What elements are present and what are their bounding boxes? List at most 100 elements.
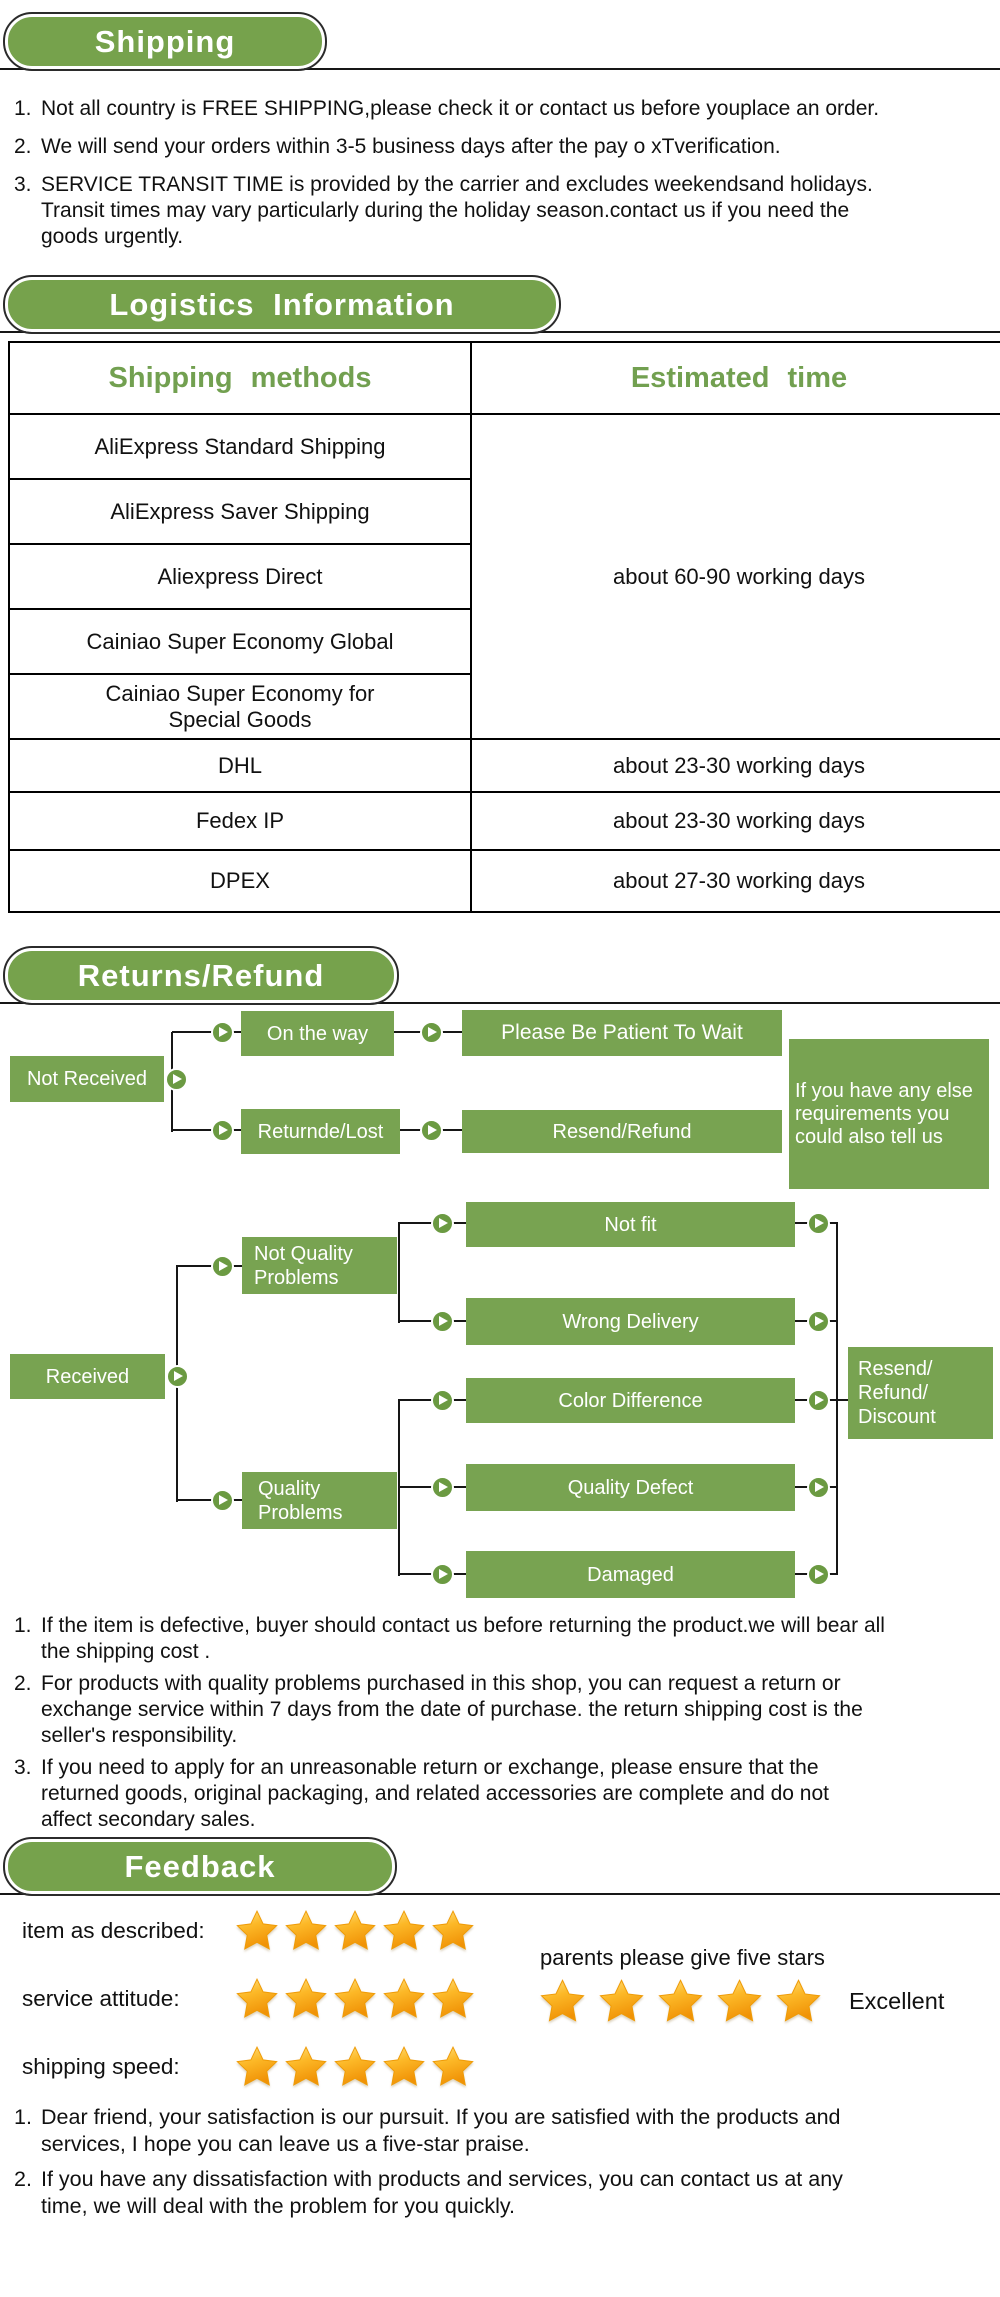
logistics-header: Logistics Information	[0, 275, 1000, 334]
five-star-request-text: parents please give five stars	[540, 1945, 825, 1970]
star-icon	[285, 2046, 327, 2086]
table-row: Fedex IP about 23-30 working days	[8, 791, 1000, 851]
item-text: SERVICE TRANSIT TIME is provided by the …	[41, 173, 873, 248]
shipping-notes: 1. Not all country is FREE SHIPPING,plea…	[14, 96, 989, 250]
table-row: AliExpress Saver Shipping	[8, 478, 1000, 545]
star-icon	[334, 1910, 376, 1950]
arrow-right-icon	[420, 1021, 443, 1044]
rating-row: shipping speed:	[22, 2043, 476, 2091]
rating-stars	[234, 1976, 476, 2022]
arrow-right-icon	[420, 1119, 443, 1142]
list-item: 2. We will send your orders within 3-5 b…	[14, 134, 989, 160]
rating-label: item as described:	[22, 1918, 205, 1943]
method-cell: AliExpress Standard Shipping	[8, 413, 472, 480]
item-text: Not all country is FREE SHIPPING,please …	[41, 97, 880, 120]
arrow-right-icon	[807, 1476, 830, 1499]
star-icon	[334, 2046, 376, 2086]
flow-box-please-wait: Please Be Patient To Wait	[462, 1010, 782, 1056]
returns-header: Returns/Refund	[0, 946, 1000, 1005]
star-icon	[236, 1910, 278, 1950]
table-row: Cainiao Super Economy for Special Goods	[8, 673, 1000, 740]
star-icon	[599, 1979, 644, 2022]
connector-line	[176, 1265, 242, 1267]
flow-box-color-difference: Color Difference	[466, 1378, 795, 1423]
item-text: If the item is defective, buyer should c…	[41, 1614, 885, 1663]
flow-box-quality-problems: Quality Problems	[242, 1472, 397, 1529]
excellent-label: Excellent	[849, 1988, 945, 2014]
shipping-title: Shipping	[94, 23, 236, 59]
star-icon	[432, 1910, 474, 1950]
outcome-line: Discount	[858, 1406, 936, 1428]
item-number: 3.	[14, 1756, 32, 1779]
star-icon	[383, 2046, 425, 2086]
star-icon	[285, 1978, 327, 2018]
arrow-right-icon	[431, 1389, 454, 1412]
item-number: 2.	[14, 2167, 32, 2191]
item-text: If you need to apply for an unreasonable…	[41, 1756, 830, 1831]
flow-box-not-received: Not Received	[10, 1056, 164, 1102]
arrow-right-icon	[807, 1389, 830, 1412]
item-text: If you have any dissatisfaction with pro…	[41, 2167, 843, 2218]
flow-box-damaged: Damaged	[466, 1551, 795, 1598]
shipping-title-pill: Shipping	[3, 12, 327, 71]
rating-row: service attitude:	[22, 1975, 476, 2023]
item-number: 3.	[14, 173, 32, 196]
flow-box-not-quality-problems: Not Quality Problems	[242, 1237, 397, 1294]
feedback-notes: 1. Dear friend, your satisfaction is our…	[14, 2104, 989, 2220]
feedback-title: Feedback	[124, 1848, 276, 1884]
method-cell: Fedex IP	[8, 791, 472, 851]
shipping-header: Shipping	[0, 12, 1000, 71]
connector-line	[176, 1499, 242, 1501]
star-icon	[285, 1910, 327, 1950]
list-item: 1. Not all country is FREE SHIPPING,plea…	[14, 96, 989, 122]
item-number: 1.	[14, 2105, 32, 2129]
method-cell: AliExpress Saver Shipping	[8, 478, 472, 545]
table-row: DHL about 23-30 working days	[8, 738, 1000, 793]
star-icon	[658, 1979, 703, 2022]
flow-box-outcome: Resend/ Refund/ Discount	[848, 1347, 993, 1439]
flow-box-returned-lost: Returnde/Lost	[241, 1109, 400, 1154]
connector-line	[172, 1031, 242, 1033]
feedback-panel: item as described: service attitude: shi…	[0, 1895, 1000, 2097]
star-icon	[432, 1978, 474, 2018]
connector-line	[172, 1129, 242, 1131]
star-icon	[540, 1979, 585, 2022]
rating-label: shipping speed:	[22, 2054, 180, 2079]
flow-box-received: Received	[10, 1354, 165, 1399]
item-number: 1.	[14, 97, 32, 120]
arrow-right-icon	[807, 1310, 830, 1333]
arrow-right-icon	[211, 1021, 234, 1044]
time-cell: about 27-30 working days	[470, 849, 1000, 913]
arrow-right-icon	[211, 1255, 234, 1278]
arrow-right-icon	[165, 1068, 188, 1091]
arrow-right-icon	[211, 1489, 234, 1512]
table-row: Cainiao Super Economy Global	[8, 608, 1000, 675]
arrow-right-icon	[807, 1563, 830, 1586]
star-icon	[717, 1979, 762, 2022]
item-number: 2.	[14, 135, 32, 158]
rating-row: item as described:	[22, 1907, 476, 1955]
star-icon	[236, 1978, 278, 2018]
item-text: For products with quality problems purch…	[41, 1672, 863, 1747]
star-icon	[383, 1910, 425, 1950]
table-row: Aliexpress Direct	[8, 543, 1000, 610]
list-item: 2. If you have any dissatisfaction with …	[14, 2166, 989, 2220]
item-number: 2.	[14, 1672, 32, 1695]
method-cell: Cainiao Super Economy for Special Goods	[8, 673, 472, 740]
returns-notes: 1. If the item is defective, buyer shoul…	[14, 1613, 989, 1833]
arrow-right-icon	[807, 1212, 830, 1235]
arrow-right-icon	[431, 1212, 454, 1235]
flow-box-quality-defect: Quality Defect	[466, 1464, 795, 1511]
method-cell: Aliexpress Direct	[8, 543, 472, 610]
table-row: AliExpress Standard Shipping about 60-90…	[8, 413, 1000, 740]
rating-label: service attitude:	[22, 1986, 180, 2011]
flow-box-wrong-delivery: Wrong Delivery	[466, 1298, 795, 1345]
arrow-right-icon	[431, 1563, 454, 1586]
returns-title-pill: Returns/Refund	[3, 946, 399, 1005]
list-item: 1. Dear friend, your satisfaction is our…	[14, 2104, 989, 2158]
method-cell: DHL	[8, 738, 472, 793]
method-cell: Cainiao Super Economy Global	[8, 608, 472, 675]
logistics-title: Logistics Information	[109, 286, 455, 322]
item-text: Dear friend, your satisfaction is our pu…	[41, 2105, 841, 2156]
